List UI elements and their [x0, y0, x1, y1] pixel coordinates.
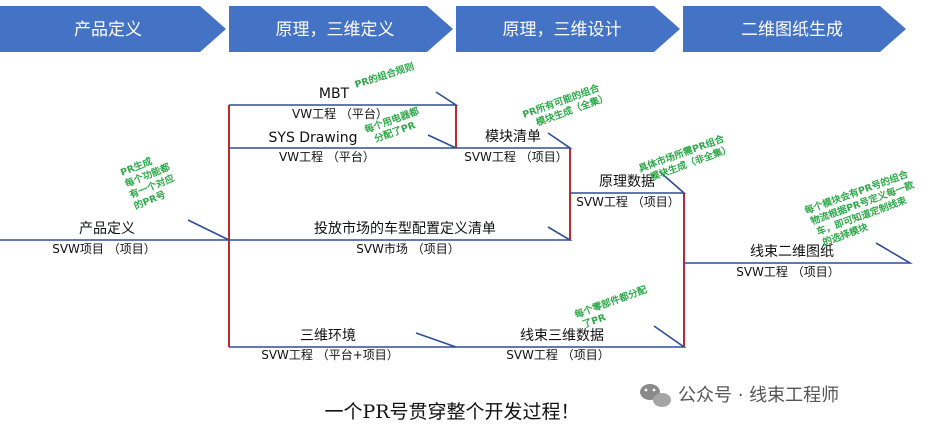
phase-label-1: 产品定义 [74, 20, 142, 40]
note-all-combinations: PR所有可能的组合 模块生成（全集） [521, 82, 610, 129]
phase-arrow-3 [456, 6, 680, 52]
note-pr-rules: PR的组合规则 [353, 60, 415, 91]
node-harness-3d-title: 线束三维数据 [520, 328, 604, 344]
line-market-list [229, 226, 573, 241]
line-mbt [229, 91, 459, 106]
nodes: 产品定义 SVW项目 （项目） MBT VW工程 （平台） SYS Drawin… [52, 86, 840, 362]
node-harness-3d-sub: SVW工程 （项目） [506, 347, 610, 362]
notes: PR生成 每个功能都 有一个对应 的PR号 PR的组合规则 每个用电器都 分配了… [119, 60, 917, 330]
line-schematic [570, 171, 687, 194]
phase-banner: 产品定义 原理，三维定义 原理，三维设计 二维图纸生成 [0, 6, 906, 52]
node-schematic-sub: SVW工程 （项目） [576, 194, 680, 209]
line-module-list [456, 132, 573, 149]
line-harness-2d [684, 242, 913, 264]
node-module-list-sub: SVW工程 （项目） [464, 149, 568, 164]
node-sys-drawing-title: SYS Drawing [269, 130, 358, 146]
line-harness-3d [456, 325, 687, 348]
node-env-3d-sub: SVW工程 （平台+项目） [261, 347, 399, 362]
note-part-pr-line-1: 每个零部件都分配 [573, 283, 649, 320]
connectors [228, 105, 685, 347]
node-product-def-sub: SVW项目 （项目） [52, 242, 156, 256]
node-market-list-sub: SVW市场 （项目） [356, 241, 460, 256]
node-harness-2d-sub: SVW工程 （项目） [736, 264, 840, 279]
node-mbt-title: MBT [319, 86, 350, 102]
wechat-icon [640, 384, 671, 407]
footer-caption: 一个PR号贯穿整个开发过程！ [324, 401, 579, 423]
note-part-pr: 每个零部件都分配 了PR [573, 283, 649, 330]
watermark: 公众号 · 线束工程师 [640, 384, 839, 407]
note-market-combinations: 具体市场所需PR组合 模块生成（非全集） [636, 132, 733, 183]
phase-arrow-1 [0, 6, 226, 52]
phase-arrow-4 [683, 6, 906, 52]
brand-name: 公众号 · 线束工程师 [678, 385, 839, 406]
phase-label-3: 原理，三维设计 [503, 20, 622, 40]
phase-label-4: 二维图纸生成 [741, 20, 843, 40]
node-sys-drawing-sub: VW工程 （平台） [279, 149, 375, 164]
node-market-list-title: 投放市场的车型配置定义清单 [314, 220, 496, 237]
node-mbt-sub: VW工程 （平台） [292, 106, 388, 121]
node-product-def-title: 产品定义 [79, 221, 135, 237]
node-schematic-title: 原理数据 [599, 174, 655, 190]
note-pr-rules-line-1: PR的组合规则 [353, 60, 415, 91]
phase-label-2: 原理，三维定义 [276, 20, 395, 40]
node-env-3d-title: 三维环境 [300, 328, 356, 344]
note-module-selection: 每个模块会有PR号的组合 物流根据PR号定义每一款 车，即可知道定制线束 的选择… [803, 168, 916, 249]
node-lines [0, 91, 913, 348]
phase-arrow-2 [229, 6, 453, 52]
node-harness-2d-title: 线束二维图纸 [750, 244, 834, 260]
node-module-list-title: 模块清单 [485, 129, 541, 145]
note-pr-generation: PR生成 每个功能都 有一个对应 的PR号 [119, 155, 177, 212]
